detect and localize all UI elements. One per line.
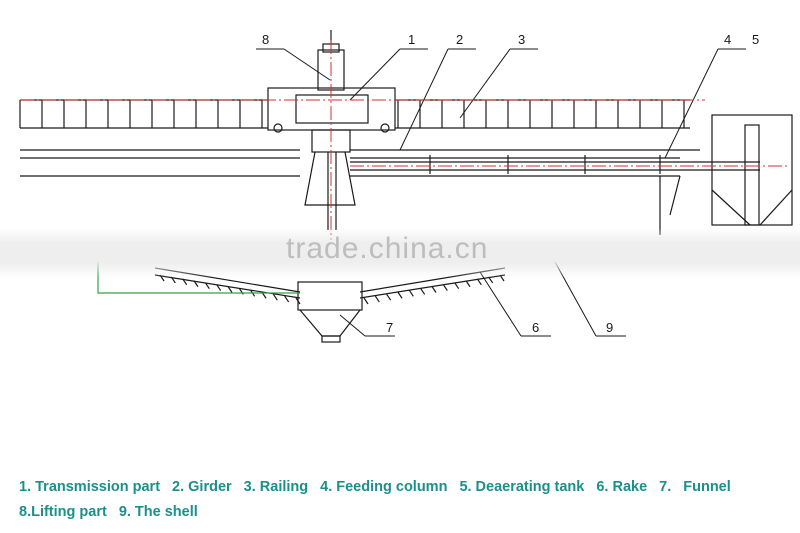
- callout-2: 2: [456, 32, 463, 47]
- parts-legend: 1. Transmission part 2. Girder 3. Railing 4…: [19, 475, 779, 525]
- callout-5: 5: [752, 32, 759, 47]
- rake-tooth: [442, 284, 448, 291]
- rake-tooth: [204, 282, 210, 289]
- legend-item: 6. Rake: [596, 479, 648, 495]
- rake-tooth: [476, 278, 482, 286]
- legend-item: 4. Feeding column: [320, 479, 448, 495]
- feeding-column-brace: [669, 175, 681, 216]
- tank-cone-right: [759, 189, 793, 226]
- railing-posts: [19, 100, 685, 128]
- rake-tooth: [431, 286, 437, 293]
- rake-tooth: [284, 295, 290, 303]
- funnel-top: [297, 281, 363, 311]
- rake-tooth: [272, 293, 278, 301]
- rake-tooth: [363, 297, 369, 305]
- callout-7: 7: [386, 320, 393, 335]
- rake-teeth: [159, 274, 505, 305]
- rake-tooth: [454, 282, 460, 289]
- callout-8: 8: [262, 32, 269, 47]
- legend-item: 5. Deaerating tank: [459, 479, 585, 495]
- callout-4: 4: [724, 32, 731, 47]
- center-column: [304, 151, 356, 206]
- funnel: [299, 309, 361, 337]
- rake-tooth: [227, 286, 233, 293]
- transmission-gearbox: [295, 94, 369, 124]
- legend-item: 3. Railing: [243, 479, 309, 495]
- watermark-text: trade.china.cn: [286, 232, 489, 265]
- rake-tooth: [193, 280, 199, 288]
- rake-tooth: [397, 291, 403, 299]
- legend-item: 7.: [659, 479, 672, 495]
- callout-3: 3: [518, 32, 525, 47]
- callout-1: 1: [408, 32, 415, 47]
- legend-item: 8.Lifting part: [19, 504, 107, 520]
- callout-6: 6: [532, 320, 539, 335]
- watermark-band: [0, 228, 800, 278]
- legend-item: 9. The shell: [118, 504, 198, 520]
- tank-cone-left: [711, 189, 751, 226]
- pipe-flanges: [429, 155, 661, 174]
- rake-tooth: [386, 293, 392, 301]
- leader-lines: [256, 48, 746, 337]
- tank-inner-pipe: [744, 124, 760, 226]
- legend-item: 1. Transmission part: [19, 479, 161, 495]
- thickener-drawing: 8 1 2 3 4 5 6 7 9: [19, 30, 793, 343]
- rake-tooth: [408, 290, 414, 297]
- rake-tooth: [420, 288, 426, 295]
- rake-tooth: [182, 278, 188, 286]
- rake-tooth: [465, 280, 471, 288]
- callout-9: 9: [606, 320, 613, 335]
- rake-tooth: [216, 284, 222, 291]
- legend-item: Funnel: [683, 479, 731, 495]
- legend-item: 2. Girder: [172, 479, 232, 495]
- rake-tooth: [374, 295, 380, 303]
